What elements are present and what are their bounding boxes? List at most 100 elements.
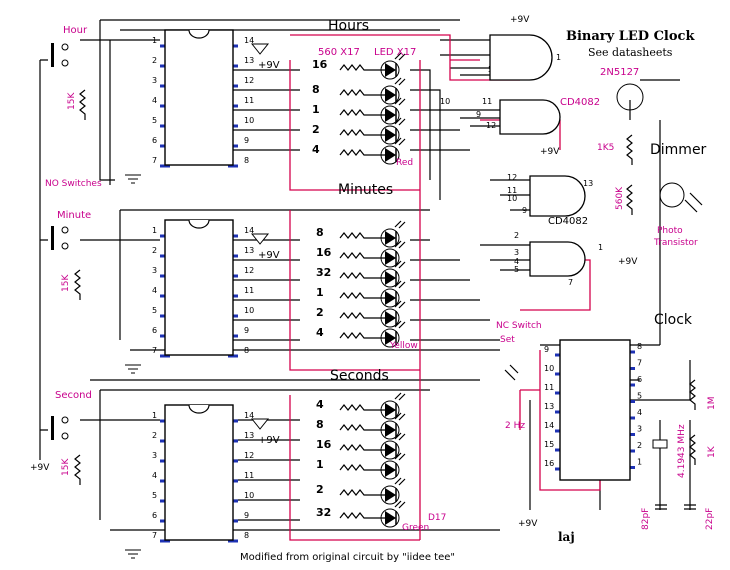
binary-weight: 4 [312, 143, 320, 156]
pin-number: 2 [152, 56, 157, 65]
led-ring [380, 85, 400, 105]
pin-number: 6 [152, 326, 157, 335]
led-ring [380, 328, 400, 348]
pin-number: 7 [152, 531, 157, 540]
led-icon [385, 488, 396, 502]
and-gate-3 [529, 175, 586, 217]
label-560k: 560K [615, 186, 625, 210]
supply-label: +9V [258, 60, 280, 71]
light-arrows [684, 192, 703, 213]
binary-weight: 4 [316, 398, 324, 411]
section-hours: Hours [328, 18, 369, 34]
binary-weight: 2 [312, 123, 320, 136]
led-icon [385, 311, 396, 325]
binary-weight: 1 [312, 103, 320, 116]
gate-pin-number: 4 [514, 257, 519, 266]
gate-pin-number: 9 [476, 110, 481, 119]
binary-weight: 32 [316, 266, 331, 279]
label-22pf: 22pF [705, 508, 715, 530]
oscillator-chip [559, 339, 631, 481]
gate-pin-number: 9 [522, 206, 527, 215]
gate-pin-number: 11 [482, 97, 492, 106]
binary-weight: 1 [316, 458, 324, 471]
resistor [339, 149, 386, 156]
pin-number: 3 [152, 76, 157, 85]
pin-number: 13 [544, 402, 554, 411]
led-icon [385, 463, 396, 477]
label-resistors: 560 X17 [318, 47, 360, 58]
pin-number: 14 [244, 411, 254, 420]
phototransistor-icon [659, 182, 685, 208]
led-icon [385, 443, 396, 457]
pin-number: 12 [244, 76, 254, 85]
pin-number: 1 [152, 411, 157, 420]
led-ring [380, 308, 400, 328]
label-yellow: Yellow [389, 341, 418, 351]
led-icon [385, 403, 396, 417]
label-photo: Photo [657, 226, 683, 236]
label-crystal: 4.1943 MHz [677, 424, 687, 478]
binary-weight: 1 [316, 286, 324, 299]
gate-pin-number: 2 [514, 231, 519, 240]
ground-icon [125, 364, 141, 374]
and-gate-2 [499, 99, 561, 135]
led-ring [380, 508, 400, 528]
capacitor-icon [655, 504, 696, 510]
light-rays [394, 412, 406, 421]
pin-number: 2 [637, 441, 642, 450]
resistor-560k [626, 184, 633, 215]
led-ring [380, 440, 400, 460]
label-set: Set [500, 335, 515, 345]
led-icon [385, 108, 396, 122]
gate-pin-number: 1 [556, 53, 561, 62]
pushbutton-icon [51, 226, 54, 250]
supply-arrow-icon [250, 418, 270, 430]
pin-number: 13 [244, 431, 254, 440]
pin-number: 15 [544, 440, 554, 449]
led-icon [385, 251, 396, 265]
switch-contact [61, 242, 69, 250]
led-icon [385, 231, 396, 245]
supply-label: +9V [540, 147, 560, 157]
switch-contact [61, 416, 69, 424]
pin-number: 9 [244, 326, 249, 335]
led-ring [380, 400, 400, 420]
resistor [339, 252, 386, 259]
pin-number: 14 [244, 36, 254, 45]
section-clock: Clock [654, 312, 693, 328]
led-ring [380, 125, 400, 145]
binary-weight: 8 [312, 83, 320, 96]
pin-number: 7 [637, 359, 642, 368]
pin-number: 14 [244, 226, 254, 235]
pin-number: 1 [152, 36, 157, 45]
gate-pin-number: 11 [507, 186, 517, 195]
pin-number: 8 [244, 346, 249, 355]
pin-number: 8 [244, 531, 249, 540]
resistor [74, 454, 81, 485]
pin-number: 11 [244, 471, 254, 480]
pin-number: 2 [152, 246, 157, 255]
light-rays [394, 117, 406, 126]
diagram-subtitle: See datasheets [588, 46, 673, 59]
label-leds: LED X17 [374, 47, 416, 58]
light-rays [394, 432, 406, 441]
pin-number: 12 [244, 266, 254, 275]
resistor [339, 489, 386, 496]
pin-number: 5 [152, 491, 157, 500]
label-photo-transistor: Transistor [653, 238, 698, 248]
light-rays [394, 137, 406, 146]
pin-number: 8 [637, 342, 642, 351]
led-ring [380, 288, 400, 308]
pin-number: 16 [544, 459, 554, 468]
chip-notch [188, 29, 210, 39]
gate-pin-number: 3 [514, 248, 519, 257]
button-label-minute: Minute [57, 210, 91, 221]
led-ring [380, 485, 400, 505]
label-1k: 1K [707, 445, 717, 458]
gate-pin-number: 1 [598, 243, 603, 252]
resistor [626, 134, 633, 165]
binary-weight: 2 [316, 306, 324, 319]
gate-pin-number: 5 [514, 265, 519, 274]
led-icon [385, 88, 396, 102]
pin-number: 6 [152, 136, 157, 145]
